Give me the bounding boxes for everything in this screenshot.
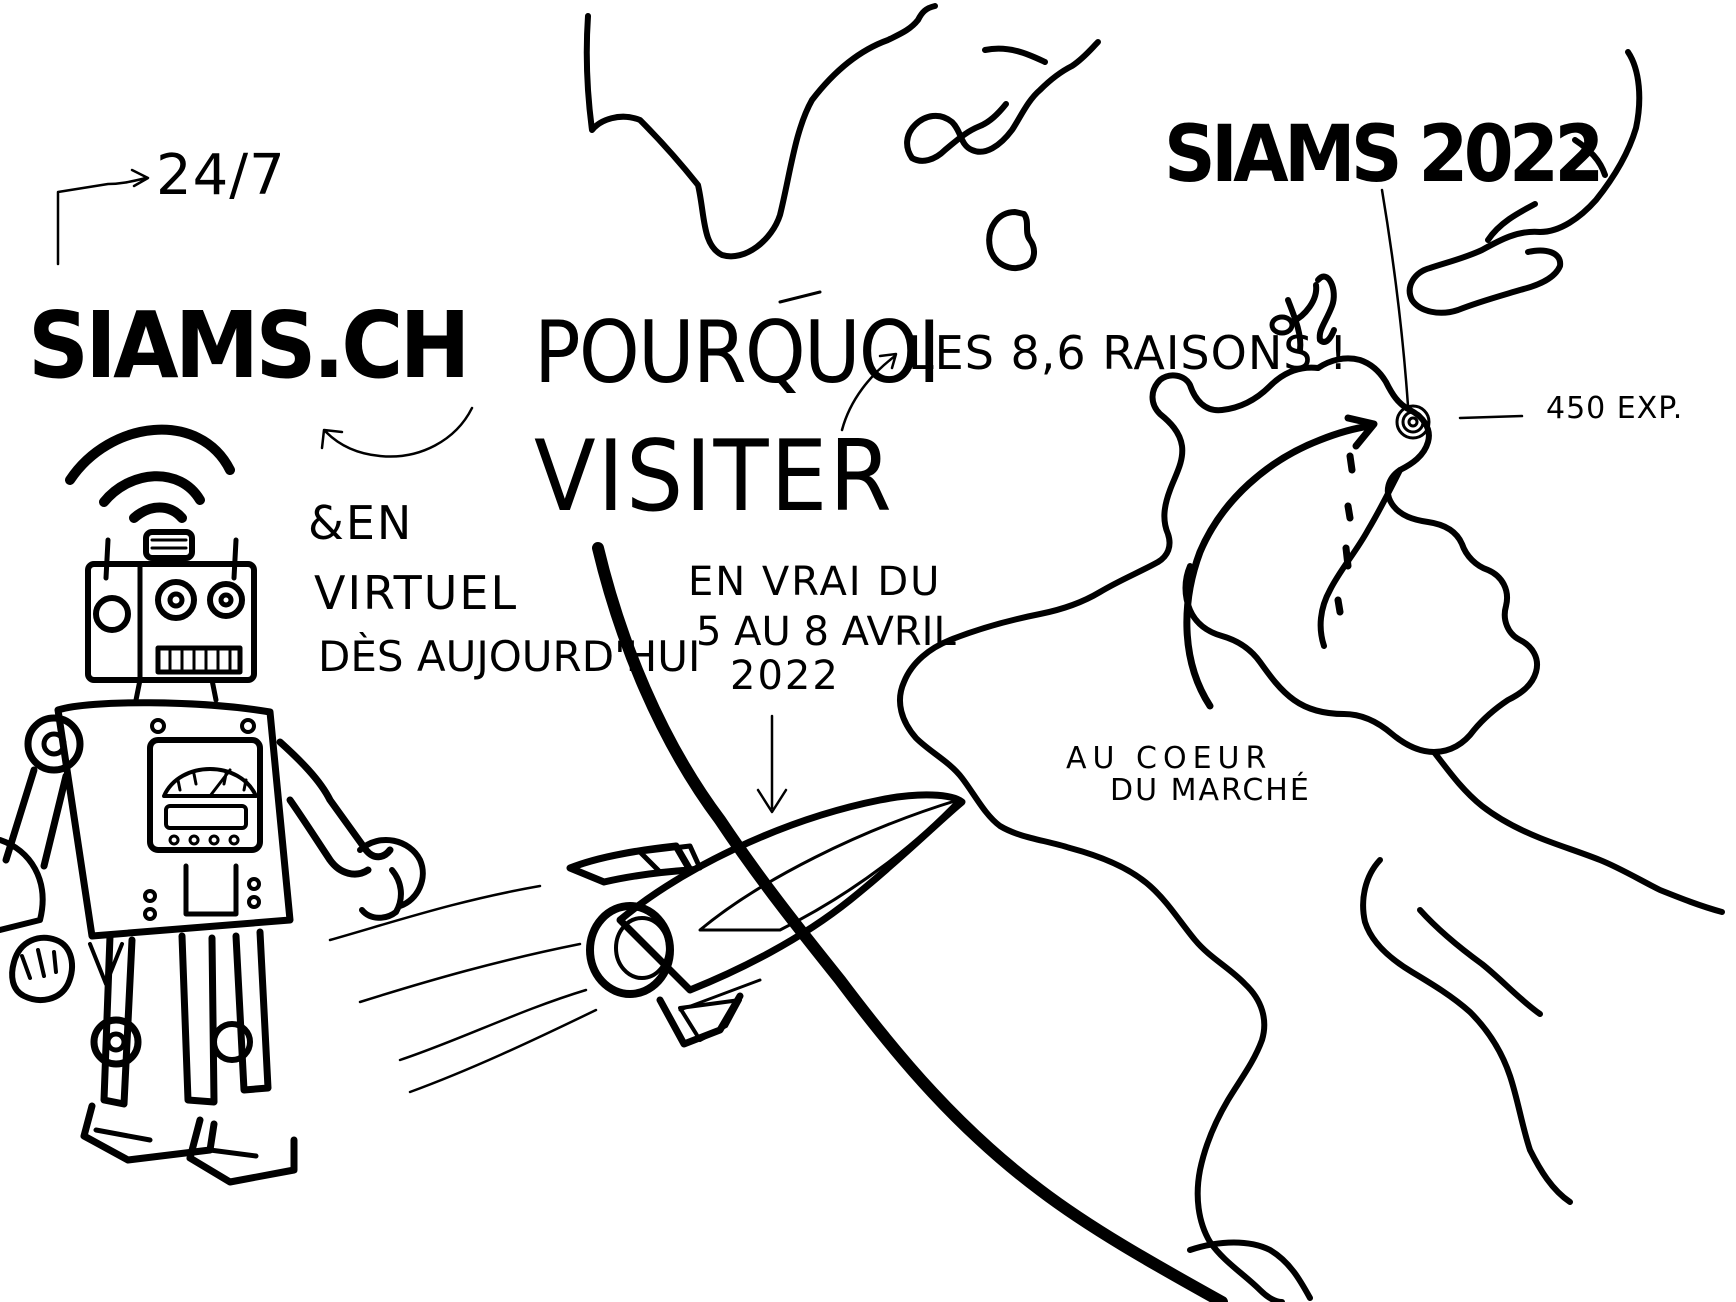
en-virtuel-line-1: &EN xyxy=(308,496,414,550)
arrow-to-raisons xyxy=(840,352,898,432)
target-location-icon xyxy=(1380,188,1524,440)
schedule-label: 24/7 xyxy=(156,143,286,208)
en-virtuel-line-3: DÈS AUJOURD'HUI xyxy=(318,632,701,681)
en-vrai-line-2: 5 AU 8 AVRIL xyxy=(696,609,956,655)
arrow-24-7 xyxy=(56,168,150,266)
rocket-icon xyxy=(328,791,966,1094)
en-vrai-line-3: 2022 xyxy=(730,653,840,699)
coeur-line-1: AU COEUR xyxy=(1066,741,1273,776)
exposants-label: 450 EXP. xyxy=(1546,391,1684,426)
pourquoi-heading: POURQUOI xyxy=(534,303,941,403)
arrow-to-siams-ch xyxy=(320,406,474,458)
en-virtuel-line-2: VIRTUEL xyxy=(314,566,519,620)
arrow-to-switzerland xyxy=(1183,414,1378,710)
siams-ch-logo: SIAMS.CH xyxy=(28,292,470,399)
en-vrai-line-1: EN VRAI DU xyxy=(688,559,942,605)
europe-map-icon xyxy=(583,3,1725,1302)
coeur-line-2: DU MARCHÉ xyxy=(1110,773,1311,808)
visiter-heading: VISITER xyxy=(534,420,894,534)
raisons-label: LES 8,6 RAISONS ! xyxy=(908,326,1349,380)
siams-2022-label: SIAMS 2022 xyxy=(1164,110,1604,200)
arrow-to-rocket xyxy=(756,714,788,814)
horizon-curve xyxy=(592,542,1228,1302)
robot-icon xyxy=(0,424,426,1186)
